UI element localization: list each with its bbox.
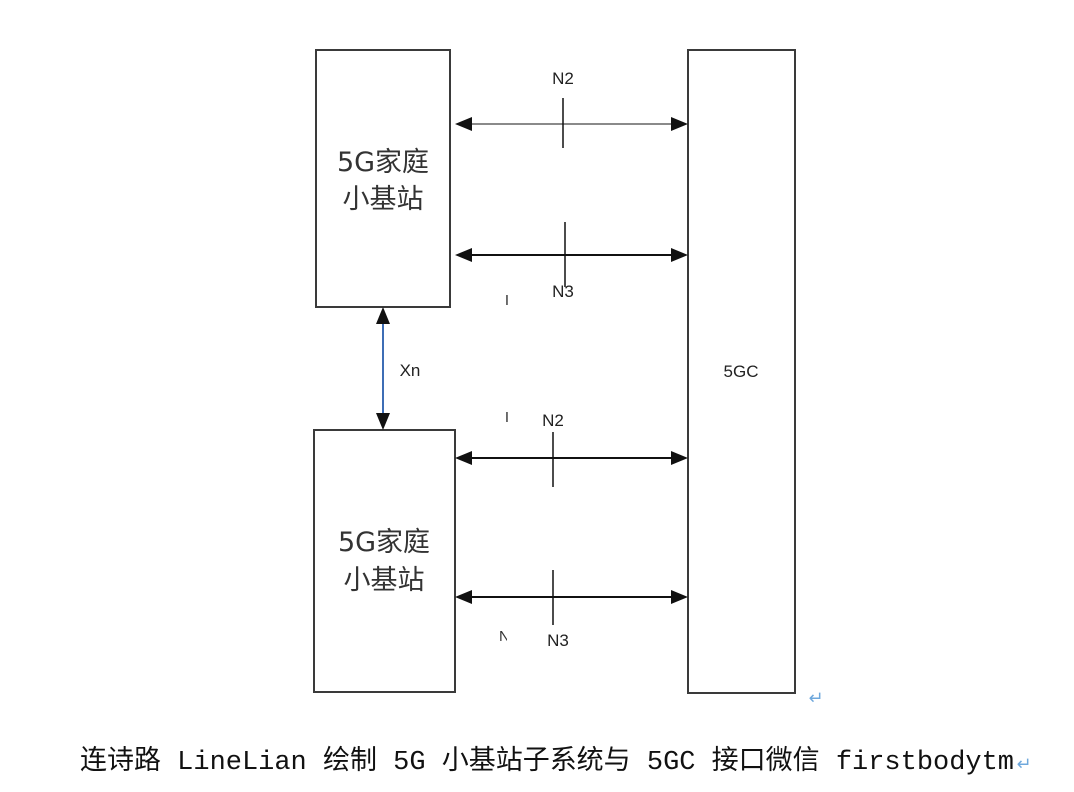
core-network-box — [687, 49, 796, 694]
caption-paragraph-mark: ↵ — [1016, 754, 1031, 775]
stray-mark-1: I — [505, 292, 509, 309]
n2-bottom-arrowhead-left — [455, 451, 472, 465]
n2-top-label: N2 — [552, 69, 574, 88]
small-cell-bottom-box — [313, 429, 456, 693]
xn-interface: Xn — [376, 307, 420, 430]
n3-interface-top: N3 I — [455, 222, 688, 309]
core-network: 5GC — [687, 49, 796, 694]
small-cell-top: 5G家庭 小基站 — [315, 49, 451, 308]
small-cell-top-label-line1: 5G家庭 — [337, 147, 429, 178]
n2-bottom-label: N2 — [542, 411, 564, 430]
n3-bottom-label: N3 — [547, 631, 569, 650]
n3-bottom-arrowhead-right — [671, 590, 688, 604]
xn-label: Xn — [400, 361, 421, 380]
small-cell-bottom-label-line1: 5G家庭 — [338, 527, 430, 558]
n2-interface-top: N2 — [455, 69, 688, 148]
stray-mark-3: N — [499, 628, 510, 645]
figure-paragraph-mark: ↵ — [808, 688, 823, 709]
small-cell-top-box — [315, 49, 451, 308]
xn-arrowhead-top — [376, 307, 390, 324]
n2-top-arrowhead-left — [455, 117, 472, 131]
n3-interface-bottom: N3 N — [455, 570, 688, 650]
stray-mark-2: I — [505, 409, 509, 426]
n3-top-arrowhead-right — [671, 248, 688, 262]
n3-top-label: N3 — [552, 282, 574, 301]
core-network-label: 5GC — [724, 362, 759, 381]
figure-caption: 连诗路 LineLian 绘制 5G 小基站子系统与 5GC 接口微信 firs… — [80, 745, 1014, 778]
xn-arrowhead-bottom — [376, 413, 390, 430]
small-cell-bottom-label-line2: 小基站 — [344, 565, 425, 596]
small-cell-bottom: 5G家庭 小基站 — [313, 429, 456, 693]
n2-top-arrowhead-right — [671, 117, 688, 131]
n3-bottom-arrowhead-left — [455, 590, 472, 604]
n2-interface-bottom: N2 I — [455, 409, 688, 487]
n2-bottom-arrowhead-right — [671, 451, 688, 465]
n3-top-arrowhead-left — [455, 248, 472, 262]
small-cell-top-label-line2: 小基站 — [343, 184, 424, 215]
